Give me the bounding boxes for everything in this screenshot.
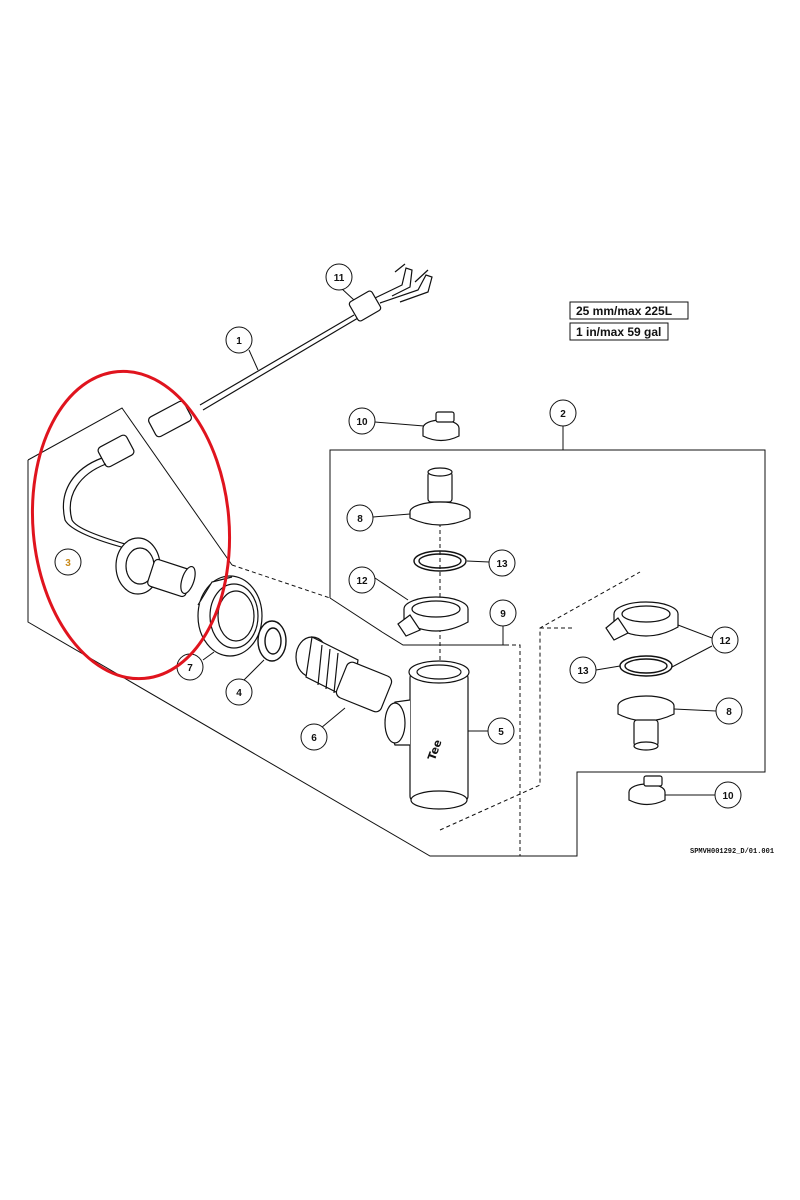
callout-5-label: 5 [498, 727, 504, 738]
flowmeter-body-part: Tee [384, 660, 470, 810]
callout-10-lower-label: 10 [722, 791, 734, 802]
washer-part [257, 620, 287, 662]
callout-12-upper: 12 [348, 566, 376, 594]
callout-1: 1 [225, 326, 253, 354]
wire-connector-part [199, 263, 433, 411]
union-nut-part [197, 575, 263, 657]
upper-hose-clamp-part [422, 411, 460, 442]
cable-connector-plug [97, 400, 193, 468]
callout-11: 11 [325, 263, 353, 291]
dashed-group-lines [231, 488, 641, 856]
callout-9: 9 [489, 599, 517, 627]
lower-hose-clamp-part [628, 775, 666, 806]
drawing-reference: SPMVH001292_D/01.001 [690, 848, 774, 856]
callout-10-lower: 10 [714, 781, 742, 809]
callout-13-lower-label: 13 [577, 666, 589, 677]
callout-13-lower: 13 [569, 656, 597, 684]
callout-7-label: 7 [187, 663, 193, 674]
callout-11-label: 11 [334, 273, 345, 284]
callout-6: 6 [300, 723, 328, 751]
lower-o-ring-part [619, 655, 673, 677]
upper-coupling-part [397, 596, 469, 637]
sensor-cable [62, 457, 126, 549]
callout-4: 4 [225, 678, 253, 706]
assembly-boundary-outline [27, 407, 766, 857]
callout-4-label: 4 [236, 688, 242, 699]
callout-12-lower-label: 12 [719, 636, 731, 647]
lower-hose-tail-part [617, 695, 675, 751]
upper-o-ring-part [413, 550, 467, 572]
callout-12-lower: 12 [711, 626, 739, 654]
callout-2-label: 2 [560, 409, 566, 420]
callout-2: 2 [549, 399, 577, 427]
callout-3-label: 3 [65, 558, 71, 569]
callout-6-label: 6 [311, 733, 317, 744]
callout-13-upper: 13 [488, 549, 516, 577]
callout-10-upper: 10 [348, 407, 376, 435]
callout-8-upper-label: 8 [357, 514, 363, 525]
spec-box-imperial: 1 in/max 59 gal [569, 322, 669, 341]
callout-13-upper-label: 13 [496, 559, 508, 570]
lower-coupling-part [605, 601, 679, 641]
spec-label-imperial: 1 in/max 59 gal [576, 325, 661, 339]
callout-8-lower: 8 [715, 697, 743, 725]
callout-8-upper: 8 [346, 504, 374, 532]
spec-box-metric: 25 mm/max 225L [569, 301, 689, 320]
callout-7: 7 [176, 653, 204, 681]
leader-lines [202, 287, 717, 796]
callout-8-lower-label: 8 [726, 707, 732, 718]
callout-3: 3 [54, 548, 82, 576]
spec-label-metric: 25 mm/max 225L [576, 304, 672, 318]
flow-insert-part [295, 636, 393, 713]
callout-5: 5 [487, 717, 515, 745]
callout-9-label: 9 [500, 609, 506, 620]
callout-10-upper-label: 10 [356, 417, 368, 428]
callout-1-label: 1 [236, 336, 242, 347]
highlight-ellipse [30, 369, 232, 681]
flow-sensor-part [115, 537, 196, 598]
upper-hose-tail-part [409, 467, 471, 526]
callout-12-upper-label: 12 [356, 576, 368, 587]
